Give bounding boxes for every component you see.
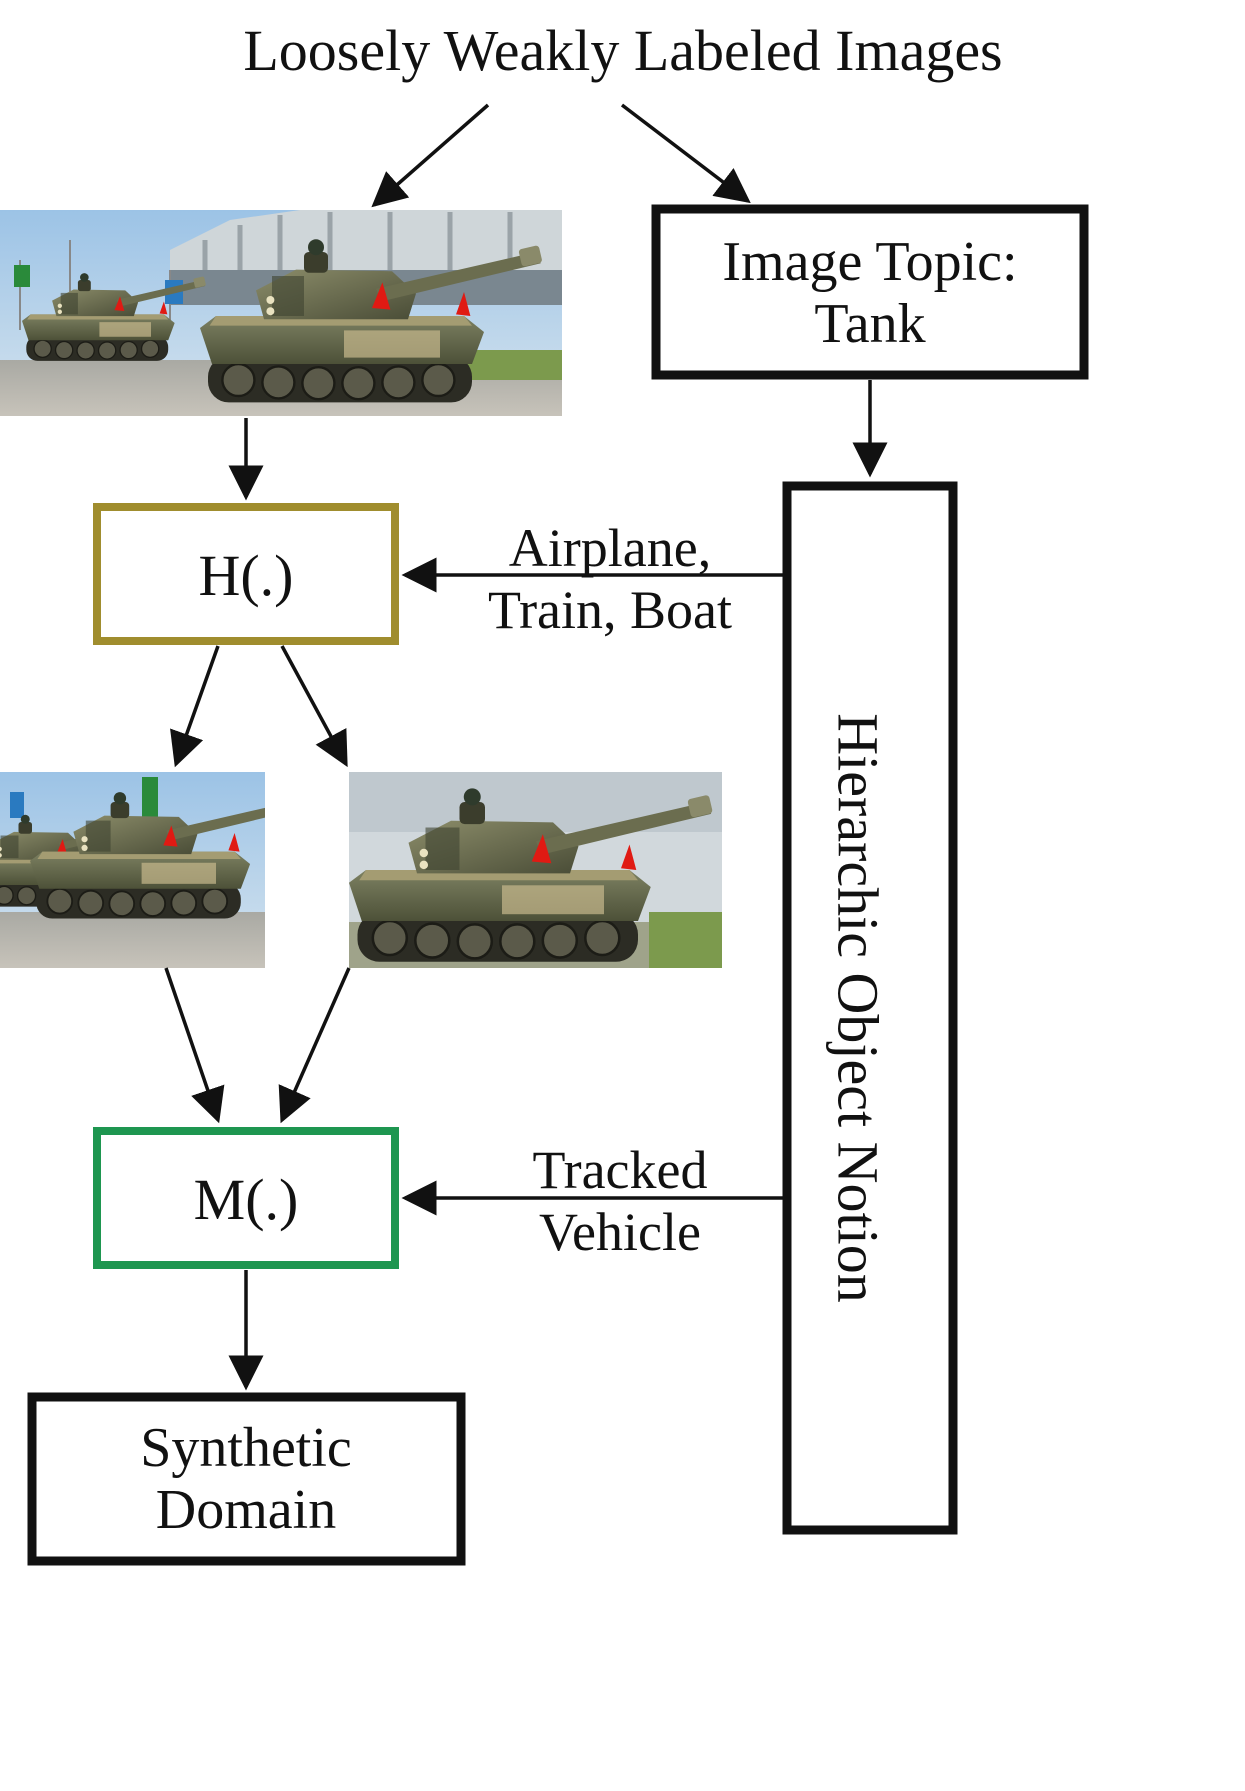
tank-crop-right	[349, 772, 722, 968]
tank-crop-left	[0, 772, 265, 968]
edge-label-train-boat: Train, Boat	[488, 580, 732, 640]
m-function-box: M(.)	[93, 1127, 399, 1269]
m-function-label: M(.)	[194, 1167, 299, 1232]
topic-line-2: Tank	[814, 293, 925, 355]
h-function-label: H(.)	[198, 543, 293, 608]
arrow-title-to-topic	[620, 103, 751, 204]
arrow-title-to-photo	[371, 103, 490, 208]
synthetic-domain-box: Synthetic Domain	[27, 1392, 466, 1566]
topic-line-1: Image Topic:	[722, 231, 1017, 293]
arrow-left-crop-to-m	[164, 967, 225, 1124]
hierarchic-label: Hierarchic Object Notion	[826, 713, 891, 1302]
tank-parade-photo	[0, 210, 562, 416]
edge-label-tracked: Tracked	[533, 1140, 708, 1200]
synthetic-line-2: Domain	[156, 1479, 336, 1541]
hierarchic-object-notion-box: Hierarchic Object Notion	[782, 481, 958, 1535]
arrow-h-to-right-crop	[280, 645, 348, 768]
h-function-box: H(.)	[93, 503, 399, 645]
diagram-title: Loosely Weakly Labeled Images	[243, 18, 1002, 83]
arrow-h-to-left-crop	[170, 645, 220, 768]
synthetic-line-1: Synthetic	[140, 1417, 352, 1479]
edge-label-airplane: Airplane,	[509, 518, 711, 578]
image-topic-box: Image Topic: Tank	[651, 204, 1089, 380]
arrow-right-crop-to-m	[278, 967, 351, 1124]
edge-label-vehicle: Vehicle	[539, 1202, 701, 1262]
